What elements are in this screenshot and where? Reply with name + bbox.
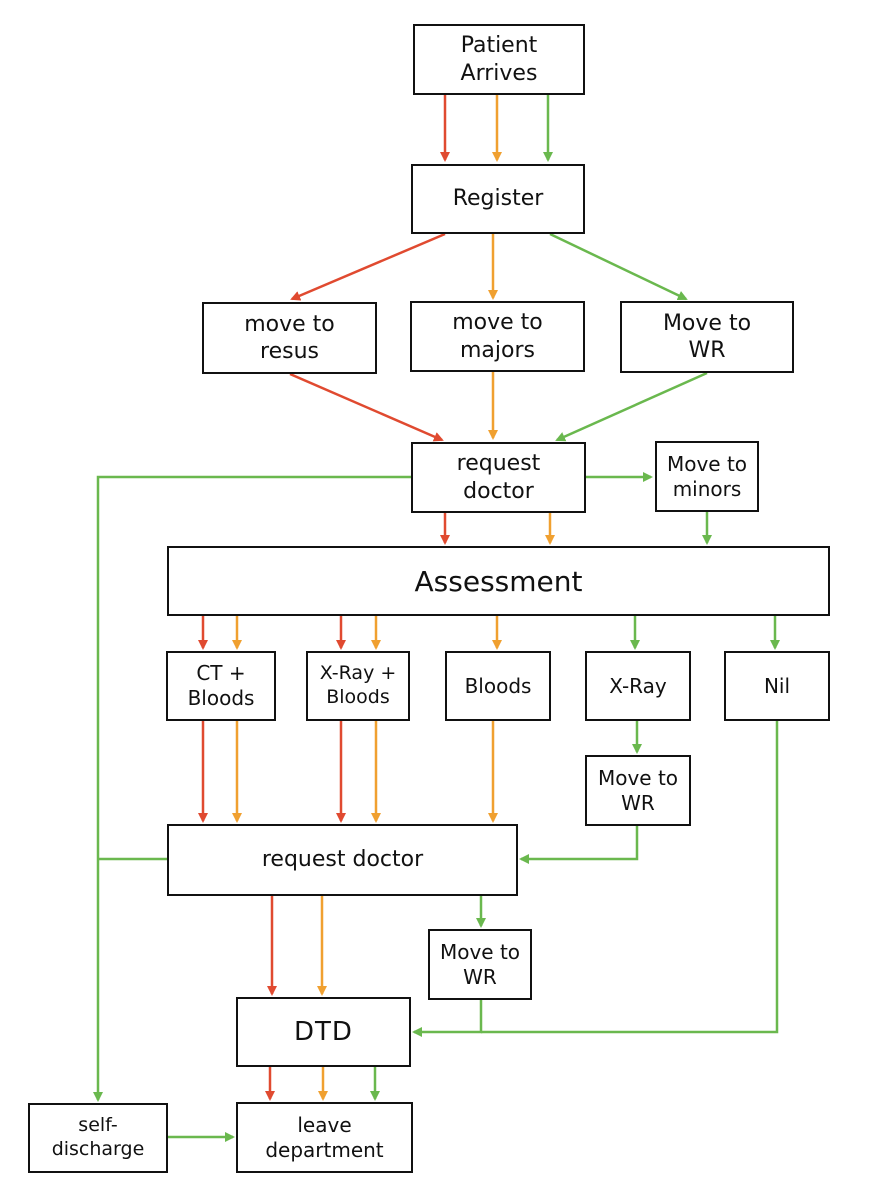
node-move-to-majors: move to majors [410,301,585,372]
node-move-to-minors: Move to minors [655,441,759,512]
arrow-wr-request [555,371,708,442]
node-dtd: DTD [236,997,411,1067]
node-nil: Nil [724,651,830,721]
arrow-resus-request [289,372,444,442]
node-request-doctor-1: request doctor [411,442,586,513]
node-leave-department: leave department [236,1102,413,1173]
node-move-to-resus: move to resus [202,302,377,374]
node-self-discharge: self- discharge [28,1103,168,1173]
node-patient-arrives: Patient Arrives [413,24,585,95]
node-request-doctor-2: request doctor [167,824,518,896]
arrow-wr3-dtd [412,1000,483,1037]
node-move-to-wr-1: Move to WR [620,301,794,373]
arrow-register-resus [290,232,446,301]
node-xray: X-Ray [585,651,691,721]
arrow-request1-selfdischarge [93,475,411,1102]
node-bloods: Bloods [445,651,551,721]
node-xray-bloods: X-Ray + Bloods [306,651,410,721]
arrow-register-wr [549,232,688,301]
node-ct-bloods: CT + Bloods [166,651,276,721]
node-move-to-wr-3: Move to WR [428,929,532,1000]
arrow-wr2-request [519,826,639,864]
node-move-to-wr-2: Move to WR [585,755,691,826]
node-assessment: Assessment [167,546,830,616]
node-register: Register [411,164,585,234]
arrow-nil-dtd [481,721,779,1034]
